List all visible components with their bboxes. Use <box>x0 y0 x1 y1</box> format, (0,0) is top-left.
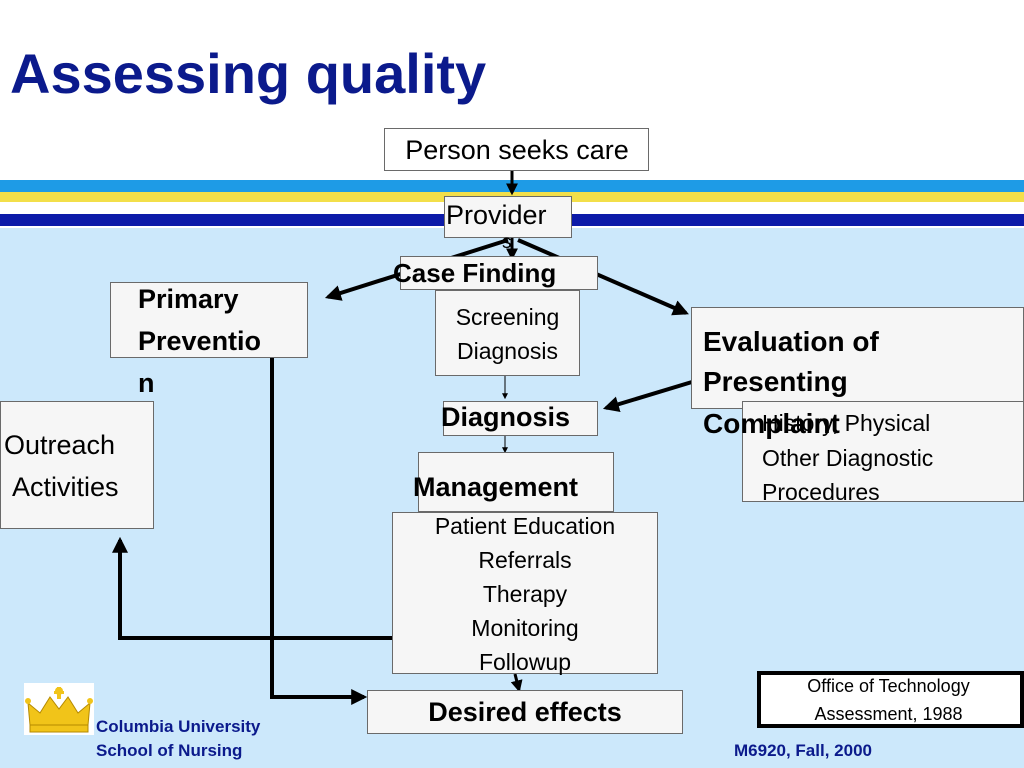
management-item: Monitoring <box>471 615 579 641</box>
management-items-box <box>392 512 658 674</box>
arrow-management-to-desired <box>510 673 523 693</box>
primary-prevention-line2: Preventio <box>138 326 262 356</box>
management-item: Followup <box>478 649 572 675</box>
provider-label-overflow: s <box>502 232 512 253</box>
arrow-management-to-outreach <box>112 536 392 640</box>
management-item: Referrals <box>478 547 572 573</box>
management-item: Therapy <box>482 581 568 607</box>
screening-box <box>435 290 580 376</box>
history-physical-label: History, Physical <box>762 410 931 436</box>
arrow-evaluation-to-diagnosis <box>602 380 693 412</box>
management-item: Patient Education <box>434 513 616 539</box>
management-header-box <box>418 452 614 512</box>
outreach-line2: Activities <box>12 472 119 502</box>
other-diagnostic-label: Other Diagnostic <box>762 445 934 471</box>
desired-effects-box <box>367 690 683 734</box>
provider-label: Provider <box>446 200 547 230</box>
primary-prevention-line1: Primary <box>138 284 239 314</box>
case-finding-box <box>400 256 598 290</box>
screening-label: Screening <box>455 304 560 330</box>
outreach-box <box>0 401 154 529</box>
institution-line2: School of Nursing <box>96 741 243 760</box>
management-label: Management <box>413 472 579 502</box>
arrow-prevention-to-desired <box>270 358 368 705</box>
case-finding-label: Case Finding <box>393 258 557 288</box>
person-seeks-care-label: Person seeks care <box>405 135 629 165</box>
slide-title: Assessing quality <box>10 42 487 105</box>
evaluation-line2: Presenting <box>703 366 848 397</box>
source-note-line1: Office of Technology <box>807 676 970 696</box>
procedures-label: Procedures <box>762 479 880 505</box>
screening-diagnosis-label: Diagnosis <box>457 338 558 364</box>
primary-prevention-box <box>110 282 308 358</box>
provider-box <box>444 196 572 238</box>
history-box <box>742 401 1024 502</box>
evaluation-line3: Complaint <box>703 408 840 439</box>
diagnosis-label: Diagnosis <box>441 402 571 432</box>
outreach-line1: Outreach <box>4 430 116 460</box>
arrow-provider-to-evaluation <box>517 238 689 316</box>
institution-line1: Columbia University <box>96 717 261 736</box>
person-seeks-care-box <box>384 128 649 171</box>
course-label: M6920, Fall, 2000 <box>734 741 872 760</box>
primary-prevention-line3: n <box>138 368 155 398</box>
crown-icon <box>24 683 94 735</box>
source-note-box <box>757 671 1024 728</box>
source-note-line2: Assessment, 1988 <box>814 704 963 724</box>
desired-effects-label: Desired effects <box>428 697 622 727</box>
evaluation-line1: Evaluation of <box>703 326 879 357</box>
diagnosis-box <box>443 401 598 436</box>
